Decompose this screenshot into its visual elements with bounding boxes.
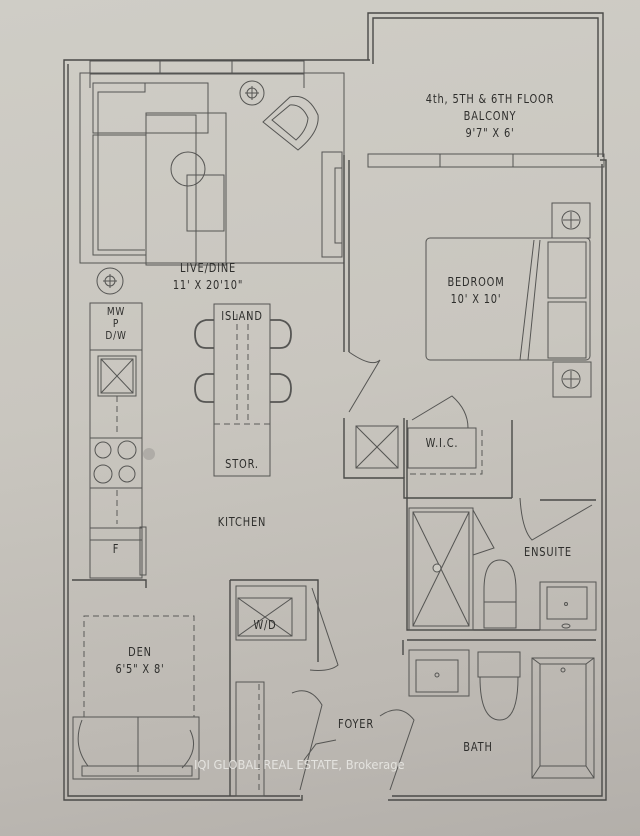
bath-fixtures — [408, 649, 595, 779]
dishwasher-label: D/W — [105, 329, 127, 342]
balcony-title-line1: 4th, 5TH & 6TH FLOOR — [425, 92, 555, 106]
kitchen-label: KITCHEN — [217, 515, 267, 529]
den-label: DEN 6'5" X 8' — [97, 644, 182, 678]
ensuite-label: ENSUITE — [524, 545, 572, 559]
fridge-label: F — [112, 542, 120, 556]
den-title: DEN — [128, 645, 152, 659]
foyer-label: FOYER — [337, 717, 375, 731]
balcony-title-line2: BALCONY — [463, 109, 517, 123]
balcony-label: 4th, 5TH & 6TH FLOOR BALCONY 9'7" X 6' — [424, 91, 555, 142]
bedroom-label: BEDROOM 10' X 10' — [443, 274, 509, 308]
exterior-walls — [63, 59, 607, 801]
bath-label: BATH — [463, 740, 493, 754]
kitchen-fixtures — [89, 302, 292, 579]
interior-walls — [72, 155, 596, 796]
balcony-dimensions: 9'7" X 6' — [465, 126, 515, 140]
live-dine-label: LIVE/DINE 11' X 20'10" — [159, 260, 257, 294]
bedroom-title: BEDROOM — [447, 275, 505, 289]
pantry-label: P — [112, 317, 120, 330]
wic-label: W.I.C. — [425, 436, 459, 450]
den-furniture — [72, 615, 200, 780]
laundry-foyer — [235, 585, 415, 797]
den-dimensions: 6'5" X 8' — [115, 662, 165, 676]
kitchen-appliance-stack: MW P D/W — [95, 306, 138, 342]
island-label: ISLAND — [221, 309, 263, 323]
storage-label: STOR. — [225, 457, 259, 471]
bedroom-dimensions: 10' X 10' — [450, 292, 502, 306]
live-dine-dimensions: 11' X 20'10" — [172, 278, 244, 292]
brokerage-watermark: IQI GLOBAL REAL ESTATE, Brokerage — [194, 757, 405, 772]
microwave-label: MW — [106, 305, 126, 318]
live-dine-title: LIVE/DINE — [179, 261, 237, 275]
balcony-outline — [367, 12, 605, 168]
bedroom-furniture — [348, 202, 593, 541]
washer-dryer-label: W/D — [253, 618, 277, 632]
living-furniture — [79, 72, 345, 295]
ensuite-fixtures — [408, 507, 597, 631]
